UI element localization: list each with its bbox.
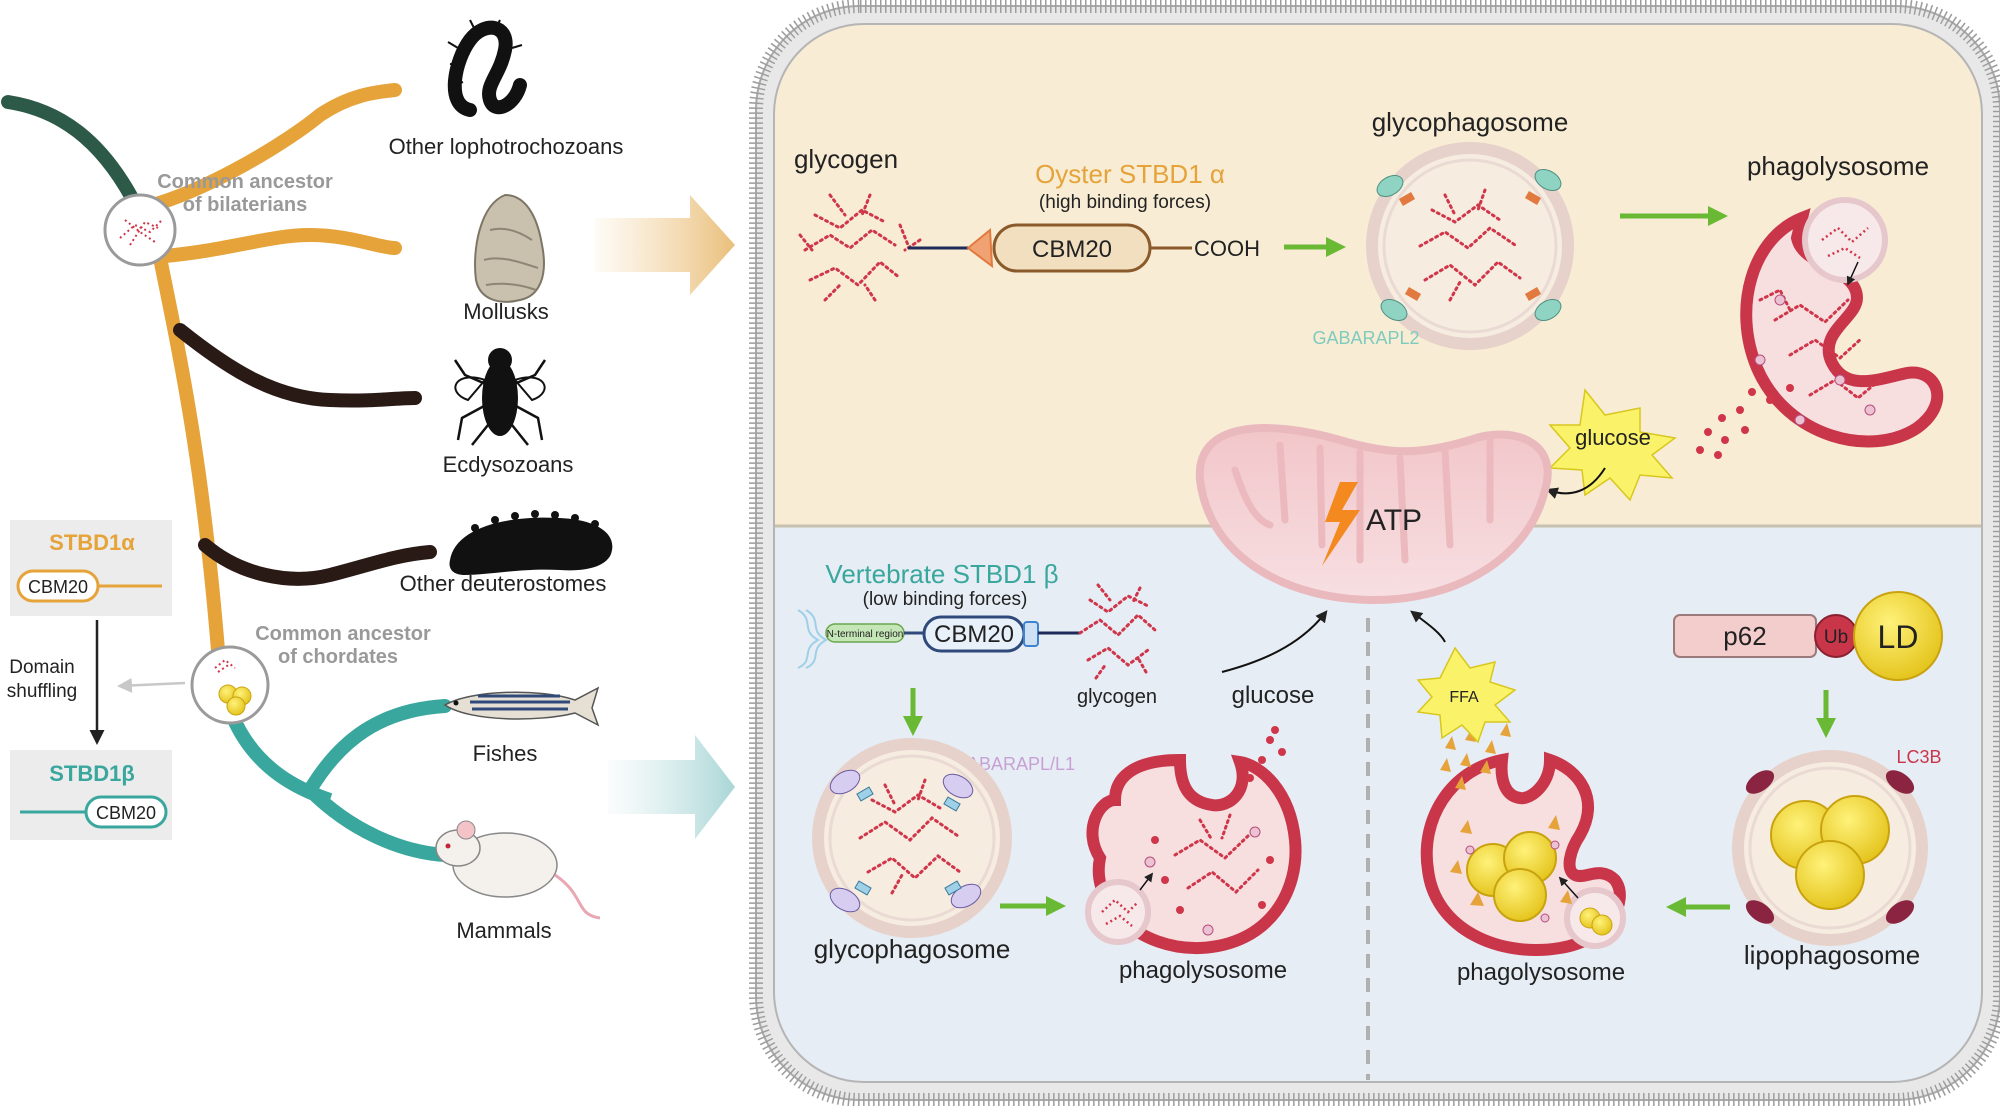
arrow-glucose-bottom-to-mito <box>1221 610 1328 673</box>
branch-mollusks <box>158 227 402 263</box>
oyster-pathway: glycogen CBM20 COOH Oyster STBD1 α (high… <box>794 107 1944 502</box>
ffa-triangles <box>1440 723 1511 790</box>
vertebrate-protein-title: Vertebrate STBD1 β <box>825 559 1058 589</box>
n-terminal-label: N-terminal region <box>827 629 904 640</box>
glycophagosome-label-top: glycophagosome <box>1372 107 1569 137</box>
glycogen-label-top: glycogen <box>794 144 898 174</box>
branch-ecdysozoans <box>173 323 422 408</box>
glycophagosome-top <box>1366 142 1574 350</box>
lightning-icon <box>1322 482 1360 566</box>
glucose-label-bottom: glucose <box>1232 682 1315 709</box>
oyster-to-cell-arrow <box>595 195 735 295</box>
sea-cucumber-silhouette <box>449 510 613 575</box>
lipid-droplet <box>1853 591 1943 681</box>
vertebrate-pathway: Vertebrate STBD1 β (low binding forces) … <box>797 559 1315 984</box>
phagolysosome-label-bottom: phagolysosome <box>1119 957 1287 984</box>
glucose-dots-top <box>1696 384 1794 459</box>
label-chordate-ancestor-1: Common ancestor <box>255 623 431 645</box>
label-mollusks: Mollusks <box>463 299 549 324</box>
p62-label: p62 <box>1723 621 1766 651</box>
label-lophotrochozoans: Other lophotrochozoans <box>389 134 624 159</box>
mitochondrion: ATP <box>1195 424 1552 605</box>
lipophagosome <box>1732 750 1928 946</box>
label-bilaterian-ancestor-1: Common ancestor <box>157 171 333 193</box>
arrow-ffa-to-mito <box>1410 610 1446 643</box>
glucose-starburst-top <box>1548 388 1677 502</box>
label-deuterostomes: Other deuterostomes <box>400 571 607 596</box>
node-bilaterian-ancestor <box>103 193 177 267</box>
phylogenetic-tree: Common ancestor of bilaterians Common an… <box>1 19 735 943</box>
oyster-protein-note: (high binding forces) <box>1039 192 1211 213</box>
label-ecdysozoans: Ecdysozoans <box>443 452 574 477</box>
glycophagosome-label-bottom: glycophagosome <box>814 934 1011 964</box>
stbd1a-title: STBD1α <box>49 530 135 555</box>
main-trunk <box>153 256 227 676</box>
stbd1a-domain-label: CBM20 <box>28 577 88 597</box>
mouse-illustration <box>435 820 601 920</box>
phagolysosome-top <box>1740 197 1944 448</box>
label-chordate-ancestor-2: of chordates <box>278 646 398 668</box>
branch-deuterostomes <box>198 538 437 586</box>
stbd1b-title: STBD1β <box>49 761 135 786</box>
stbd1b-box: STBD1β CBM20 <box>10 750 172 840</box>
phagolysosome-label-top: phagolysosome <box>1747 151 1929 181</box>
lc3b-label: LC3B <box>1896 747 1941 767</box>
stbd1b-domain-label: CBM20 <box>96 803 156 823</box>
branch-lophotrochozoans <box>139 83 402 214</box>
cooh-label: COOH <box>1194 236 1260 261</box>
phagolysosome-lipid <box>1420 751 1626 956</box>
cell-panel: glycogen CBM20 COOH Oyster STBD1 α (high… <box>749 0 2000 1106</box>
cbm20-label-bottom: CBM20 <box>934 621 1014 648</box>
ffa-label: FFA <box>1449 689 1479 706</box>
glycogen-cluster-bottom <box>1078 583 1157 680</box>
gabarapl2-label: GABARAPL2 <box>1312 328 1419 348</box>
cbm20-label-top: CBM20 <box>1032 236 1112 263</box>
branch-fishes <box>303 699 452 797</box>
atp-label: ATP <box>1366 504 1422 537</box>
label-domain-shuffling-1: Domain <box>9 657 74 678</box>
label-mammals: Mammals <box>456 918 551 943</box>
oyster-illustration <box>474 193 545 303</box>
ancestral-branch <box>1 95 139 205</box>
stbd1a-box: STBD1α CBM20 <box>10 520 172 616</box>
chordate-to-shuffling-arrow <box>117 677 186 693</box>
glucose-dots-bottom <box>1246 726 1286 782</box>
label-fishes: Fishes <box>473 741 538 766</box>
vertebrate-to-cell-arrow <box>608 735 735 839</box>
zebrafish-illustration <box>443 686 600 727</box>
branch-mammals <box>303 783 452 862</box>
node-chordate-ancestor <box>190 645 270 725</box>
lipophagosome-label: lipophagosome <box>1744 940 1920 970</box>
ffa-starburst <box>1416 646 1517 744</box>
fly-silhouette <box>453 348 547 446</box>
er-membrane <box>797 609 829 669</box>
glucose-label-top: glucose <box>1575 425 1651 450</box>
vertebrate-protein-note: (low binding forces) <box>863 589 1028 610</box>
lipophagy-pathway: p62 Ub LD LC3B lipophagosome <box>1416 591 1943 986</box>
stbd1b-domain <box>84 795 168 829</box>
glycogen-cluster-top <box>798 193 922 302</box>
worm-silhouette <box>447 19 527 117</box>
ld-label: LD <box>1878 619 1919 655</box>
label-bilaterian-ancestor-2: of bilaterians <box>183 194 307 216</box>
oyster-protein-title: Oyster STBD1 α <box>1035 159 1225 189</box>
glycogen-label-bottom: glycogen <box>1077 686 1157 708</box>
arrow-glucose-to-mito <box>1545 467 1606 499</box>
label-domain-shuffling-2: shuffling <box>7 681 77 702</box>
glycophagosome-bottom <box>812 738 1012 938</box>
ub-label: Ub <box>1824 627 1848 648</box>
phagolysosome-bottom <box>1085 753 1302 955</box>
phagolysosome-label-lipid: phagolysosome <box>1457 959 1625 986</box>
